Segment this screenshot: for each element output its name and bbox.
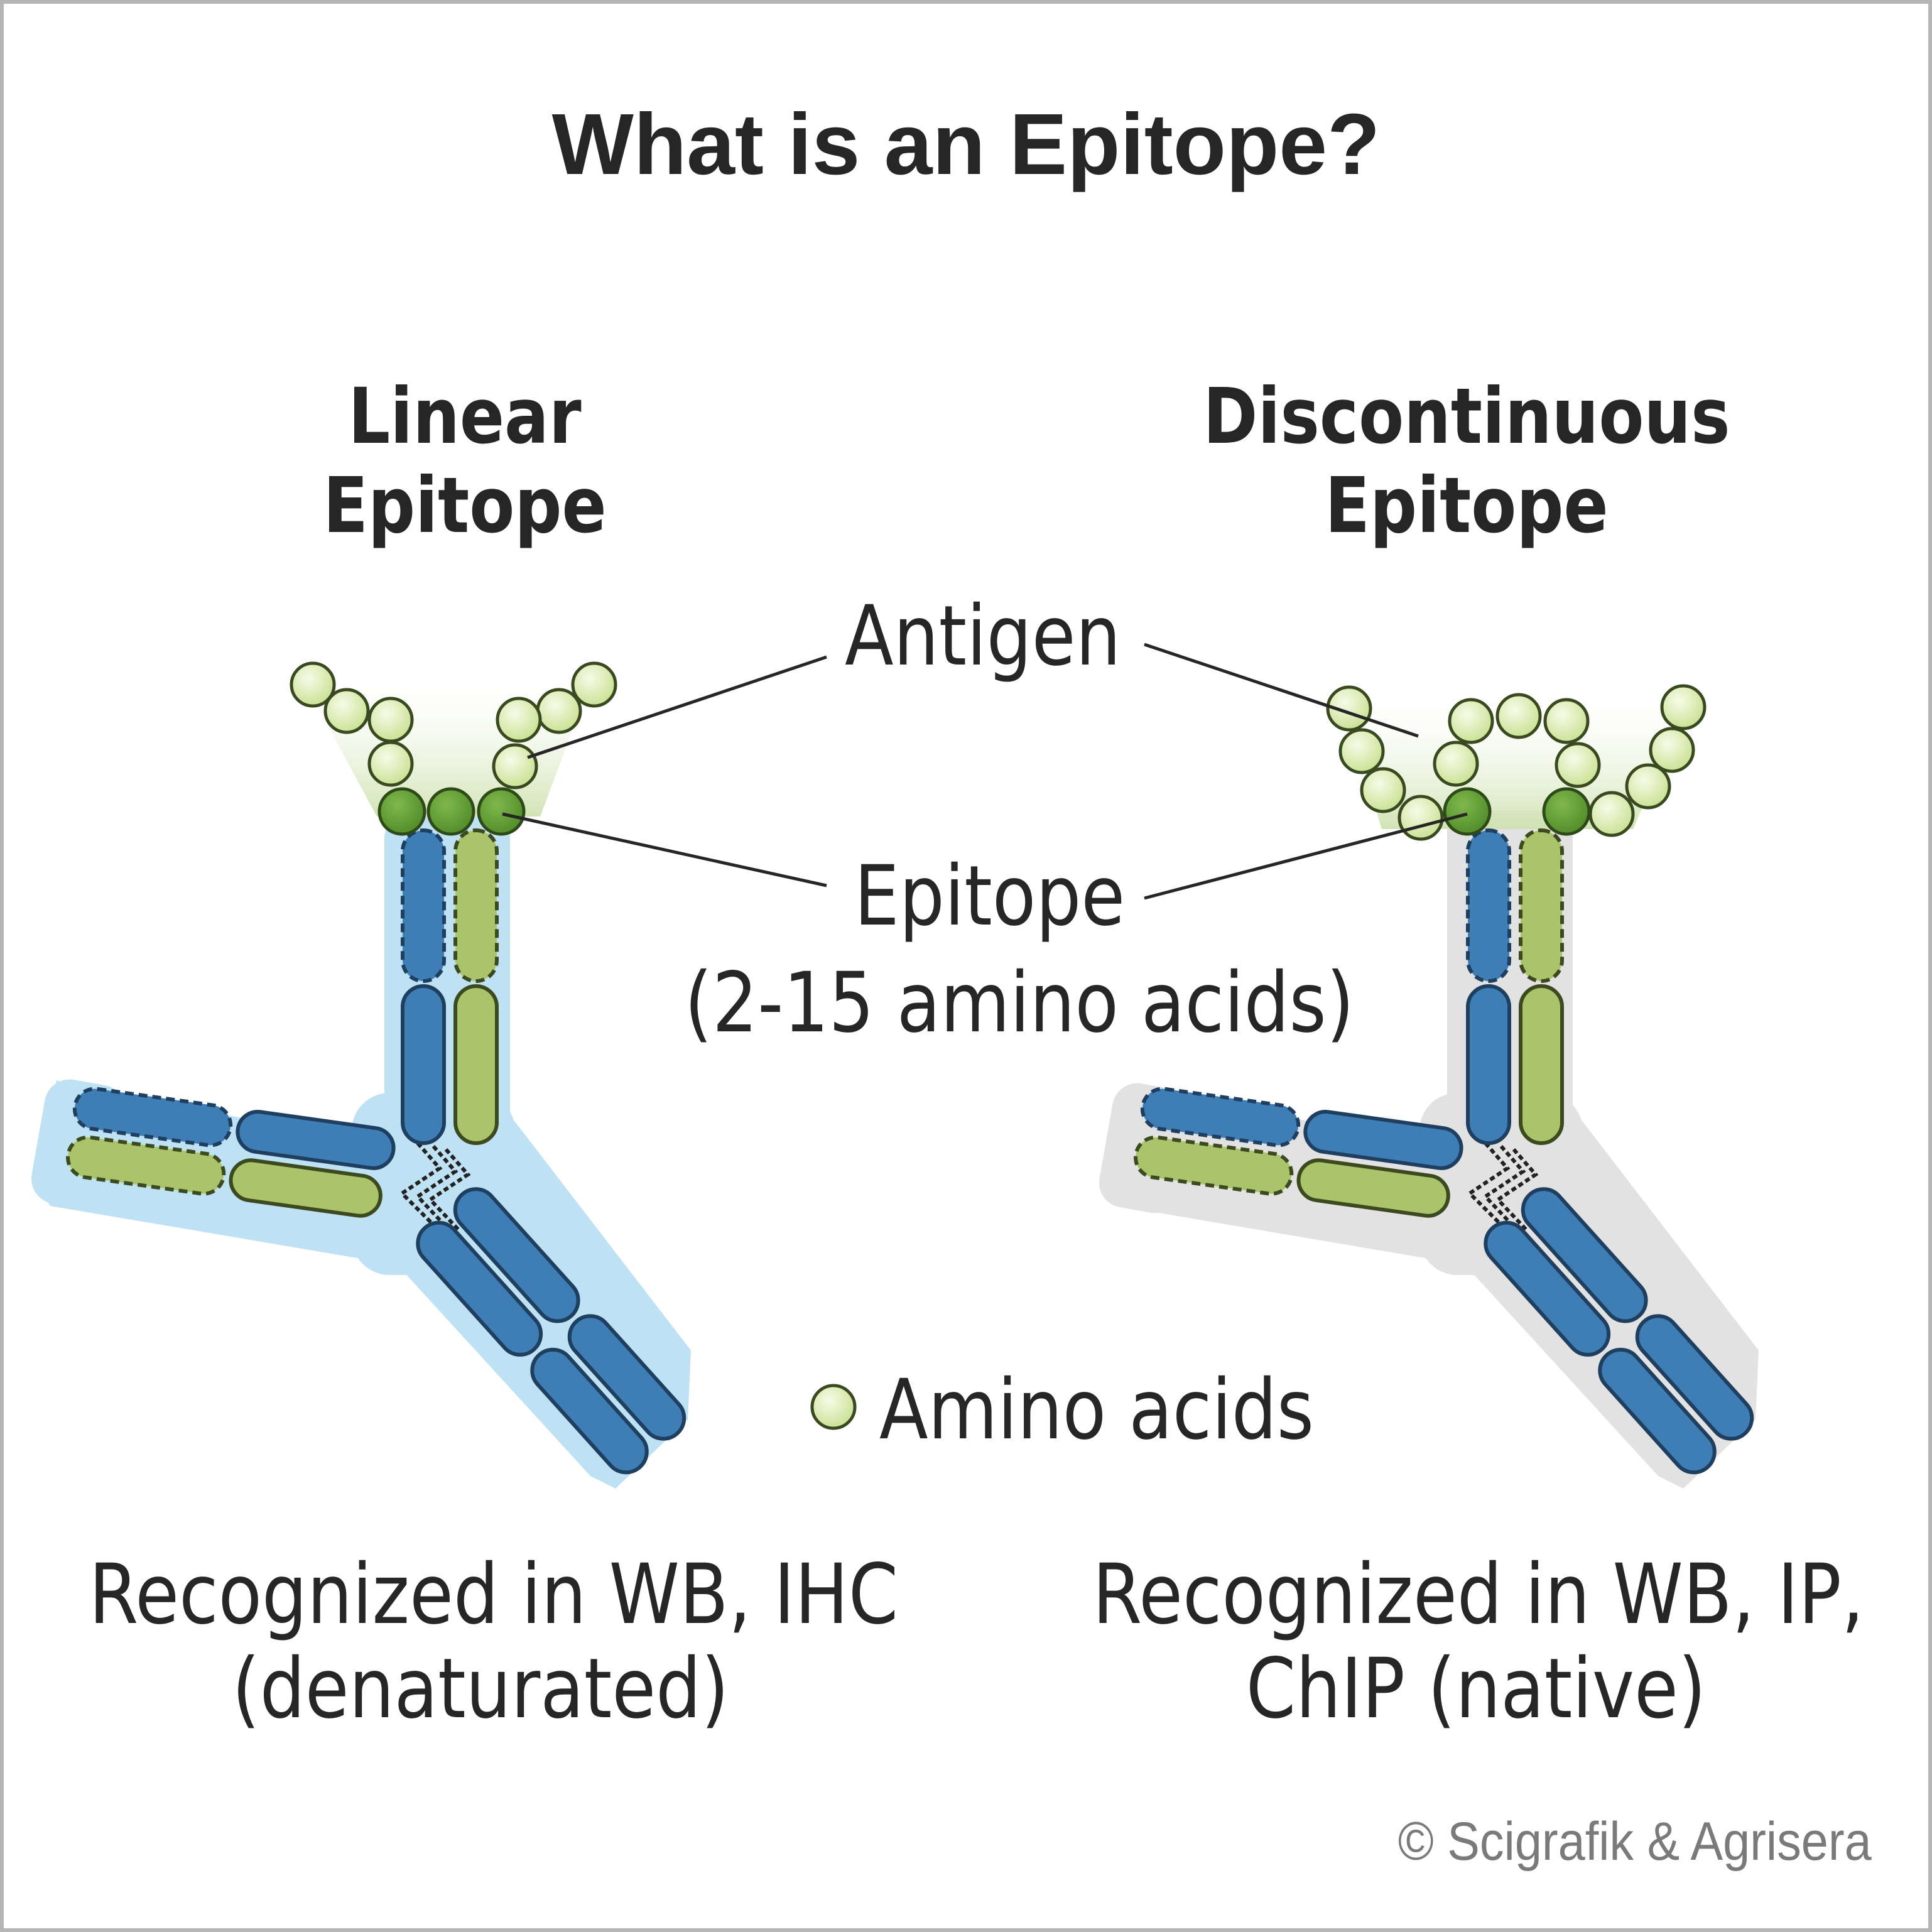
epitope-leader-right — [1144, 812, 1468, 900]
discontinuous-heavy-variable — [1466, 828, 1511, 983]
linear-antibody — [31, 661, 691, 1489]
discontinuous-heavy-constant — [1466, 984, 1511, 1145]
discontinuous-fc-chain-a-lower — [1635, 1314, 1754, 1441]
linear-arm-heavy-variable — [72, 1087, 233, 1148]
linear-heavy-variable — [401, 828, 446, 983]
epitope-leader-left — [502, 812, 827, 887]
discontinuous-arm-light-variable — [1134, 1135, 1294, 1196]
linear-light-variable — [453, 828, 499, 983]
epitope-label: Epitope — [854, 848, 1126, 945]
linear-light-constant — [453, 984, 499, 1145]
linear-caption-line2: (denaturated) — [232, 1641, 729, 1737]
discontinuous-heading-line1: Discontinuous — [1203, 372, 1730, 461]
antigen-label: Antigen — [845, 588, 1121, 685]
discontinuous-light-constant — [1519, 984, 1564, 1145]
linear-heading-line2: Epitope — [323, 461, 607, 550]
linear-heavy-constant — [401, 984, 446, 1145]
linear-arm-light-constant — [229, 1158, 383, 1218]
linear-fc-chain-a-upper — [453, 1187, 580, 1323]
epitope-size-label: (2-15 amino acids) — [684, 955, 1354, 1051]
antigen-leader-right — [1144, 643, 1419, 738]
linear-epitope-residues — [377, 787, 526, 836]
discontinuous-fc-chain-b-upper — [1484, 1220, 1611, 1357]
copyright-notice: © Scigrafik & Agrisera — [1398, 1811, 1872, 1872]
linear-heading-line1: Linear — [348, 372, 582, 461]
linear-fc-chain-a-lower — [567, 1314, 687, 1441]
discontinuous-epitope-residues — [1443, 787, 1591, 836]
linear-arm-light-variable — [66, 1135, 226, 1196]
linear-fc-chain-b-upper — [416, 1220, 543, 1357]
linear-arm-heavy-constant — [236, 1109, 396, 1170]
discontinuous-heading-line2: Epitope — [1325, 461, 1609, 550]
discontinuous-fc-chain-a-upper — [1521, 1187, 1648, 1323]
amino-acids-legend-label: Amino acids — [879, 1362, 1314, 1458]
linear-hinge — [399, 1142, 471, 1233]
discontinuous-caption-line1: Recognized in WB, IP, — [1092, 1546, 1864, 1643]
discontinuous-hinge — [1467, 1142, 1539, 1233]
linear-caption-line1: Recognized in WB, IHC — [89, 1546, 899, 1643]
discontinuous-caption-line2: ChIP (native) — [1245, 1641, 1707, 1737]
linear-fc-chain-b-lower — [530, 1347, 649, 1475]
page-title: What is an Epitope? — [551, 96, 1381, 193]
discontinuous-light-variable — [1519, 828, 1564, 983]
discontinuous-antigen-residues — [1326, 684, 1707, 841]
discontinuous-arm-heavy-constant — [1303, 1109, 1463, 1170]
linear-antigen-residues — [290, 661, 617, 790]
discontinuous-fc-chain-b-lower — [1598, 1347, 1717, 1475]
discontinuous-antibody — [1099, 684, 1759, 1489]
amino-acid-legend-icon — [810, 1384, 857, 1430]
discontinuous-arm-heavy-variable — [1140, 1087, 1301, 1148]
discontinuous-arm-light-constant — [1296, 1158, 1450, 1218]
antigen-leader-left — [527, 655, 827, 759]
leader-lines — [502, 643, 1468, 900]
